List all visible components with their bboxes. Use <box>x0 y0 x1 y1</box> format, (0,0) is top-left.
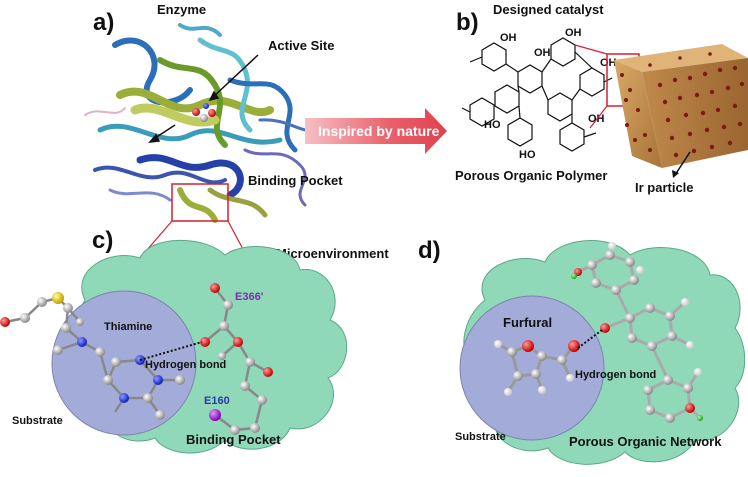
svg-text:OH: OH <box>600 57 617 69</box>
enzyme-ribbon-structure <box>84 23 322 223</box>
svg-text:OH: OH <box>565 27 582 39</box>
ir-pointer-head <box>672 170 679 178</box>
zoom-box <box>171 183 229 222</box>
inspired-arrow-label: Inspired by nature <box>318 123 440 139</box>
ir-particles <box>620 52 745 158</box>
polymer-zoom-line2 <box>589 105 608 129</box>
catalyst-cube <box>614 44 748 168</box>
panel-d-letter: d) <box>418 237 441 264</box>
panel-a: a) Enzyme <box>84 2 343 259</box>
panel-c: c) Microenvironment <box>0 227 389 454</box>
panel-c-letter: c) <box>92 227 113 254</box>
panel-b-letter: b) <box>456 9 479 36</box>
ir-pointer <box>674 151 691 176</box>
active-site-label: Active Site <box>268 38 334 53</box>
ir-particle-label: Ir particle <box>635 180 694 195</box>
furfural-label: Furfural <box>503 315 552 330</box>
inspired-arrow: Inspired by nature <box>305 108 447 154</box>
hydrogen-bond-label-c: Hydrogen bond <box>145 359 226 371</box>
polymer-label: Porous Organic Polymer <box>455 168 607 183</box>
furfural-circle <box>459 295 605 441</box>
polymer-structure <box>461 37 613 152</box>
thiamine-atoms <box>0 292 185 420</box>
polymer-zoom-line <box>574 44 608 55</box>
binding-pocket-label-a: Binding Pocket <box>248 173 343 188</box>
furfural-atoms <box>494 340 580 396</box>
polymer-oh-labels: OH OH OH HO HO OH OH <box>484 27 617 161</box>
residue-atoms <box>200 283 273 435</box>
network-label: Porous Organic Network <box>569 434 722 449</box>
panel-d: d) <box>418 237 746 465</box>
designed-catalyst-title: Designed catalyst <box>493 2 604 17</box>
active-site-atoms <box>192 103 216 122</box>
residue-e366: E366' <box>235 291 264 303</box>
residue-e160: E160 <box>204 395 230 407</box>
network-atoms <box>571 242 703 423</box>
active-site-pointer <box>148 54 259 143</box>
enzyme-title: Enzyme <box>157 2 206 17</box>
hydrogen-bond-d <box>577 329 603 349</box>
panel-a-letter: a) <box>93 9 114 36</box>
substrate-label-d: Substrate <box>455 431 506 443</box>
microenvironment-label: Microenvironment <box>276 246 389 261</box>
svg-text:HO: HO <box>484 119 501 131</box>
svg-text:OH: OH <box>500 32 517 44</box>
svg-text:HO: HO <box>519 149 536 161</box>
substrate-label-c: Substrate <box>12 415 63 427</box>
svg-text:OH: OH <box>534 47 551 59</box>
binding-pocket-label-c: Binding Pocket <box>186 432 281 447</box>
panel-b: b) Designed catalyst <box>455 2 748 195</box>
thiamine-circle <box>51 290 197 436</box>
hydrogen-bond-c <box>139 341 203 361</box>
thiamine-label: Thiamine <box>104 321 152 333</box>
hydrogen-bond-label-d: Hydrogen bond <box>575 369 656 381</box>
